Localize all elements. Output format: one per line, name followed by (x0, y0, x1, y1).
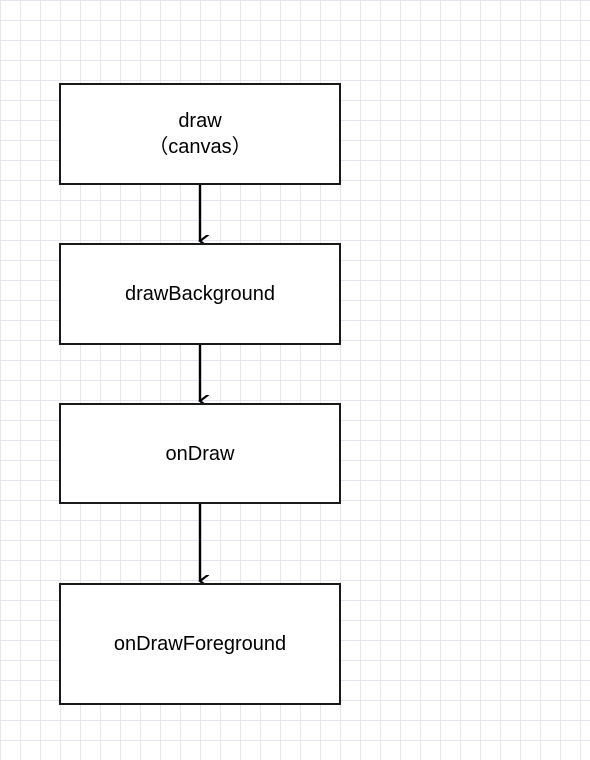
node-ondrawforeground[interactable]: onDrawForeground (59, 583, 341, 705)
node-drawbackground[interactable]: drawBackground (59, 243, 341, 345)
node-draw[interactable]: draw （canvas） (59, 83, 341, 185)
node-drawbackground-label: drawBackground (124, 283, 276, 305)
node-ondraw-label: onDraw (165, 442, 235, 465)
node-draw-label: draw (178, 110, 222, 132)
node-ondraw[interactable]: onDraw (59, 403, 341, 504)
node-ondrawforeground-label: onDrawForeground (113, 633, 287, 655)
node-draw-sublabel: （canvas） (148, 136, 252, 158)
